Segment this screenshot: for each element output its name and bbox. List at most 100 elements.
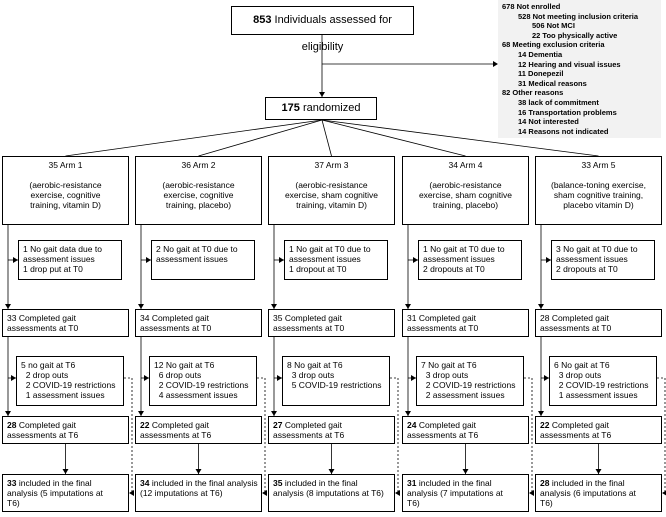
t6-loss-box-line: 3 drop outs: [554, 370, 602, 380]
not-enrolled-reason: Medical reasons: [526, 78, 587, 88]
arm-spacer: [273, 170, 390, 180]
arm-flow-arrowhead: [138, 411, 144, 416]
arm-description-line: exercise, sham cognitive: [284, 190, 379, 200]
randomized-arrowhead: [319, 92, 325, 97]
t6-completed-box-count: 28: [7, 420, 17, 430]
not-enrolled-reason: Transportation problems: [526, 107, 617, 117]
t0-loss-box-line: assessment issues: [423, 254, 495, 264]
arm-description-line: placebo vitamin D): [563, 200, 634, 210]
t0-loss-box-line: 2 No gait at T0 due to: [156, 244, 238, 254]
t6-completed-box-line: 28 Completed gait: [7, 420, 124, 430]
final-analysis-box-count: 33: [7, 478, 17, 488]
t6-loss-arrowhead: [144, 375, 149, 381]
randomized-to-arm-line: [321, 119, 332, 157]
to-final-arrowhead: [195, 469, 202, 474]
to-final-arrowhead: [595, 469, 602, 474]
arm-title: 33 Arm 5: [581, 160, 616, 170]
t6-loss-box-line: 2 COVID-19 restrictions: [554, 380, 649, 390]
not-enrolled-item: 16 Transportation problems: [502, 108, 657, 118]
arm-description-line: training, placebo): [165, 200, 232, 210]
not-enrolled-reason: Not MCI: [544, 21, 575, 31]
imputation-arrowhead: [129, 490, 134, 496]
not-enrolled-reason: Donepezil: [525, 69, 564, 79]
not-enrolled-reason: lack of commitment: [526, 97, 599, 107]
imputation-arrowhead: [395, 490, 400, 496]
not-enrolled-reason: Not meeting inclusion criteria: [530, 11, 639, 21]
t6-completed-box-text: Completed gait: [549, 420, 610, 430]
t0-loss-box-line: 3 No gait at T0 due to: [556, 244, 638, 254]
t0-loss-arrowhead: [13, 257, 18, 263]
not-enrolled-item: 11 Donepezil: [502, 69, 657, 79]
t6-loss-arrowhead: [411, 375, 416, 381]
t0-loss-arrowhead: [546, 257, 551, 263]
not-enrolled-item: 31 Medical reasons: [502, 79, 657, 89]
t6-completed-box-text: Completed gait: [149, 420, 210, 430]
arm-description-line: sham cognitive training,: [553, 190, 644, 200]
final-analysis-box-text: included in the final: [16, 478, 92, 488]
to-final-arrowhead: [328, 469, 335, 474]
t6-completed-box-count: 24: [407, 420, 417, 430]
final-analysis-box-text: included in the final analysis: [149, 478, 258, 488]
final-analysis-box-text: included in the final: [416, 478, 492, 488]
arm-flow-arrowhead: [5, 411, 11, 416]
t6-loss-box-line: 2 drop outs: [21, 370, 69, 380]
imputation-arrowhead: [262, 490, 267, 496]
final-analysis-box-line: analysis (8 imputations at T6): [273, 488, 384, 498]
not-enrolled-count: 14: [518, 126, 527, 136]
t6-loss-box-line: 2 assessment issues: [421, 390, 505, 400]
t6-loss-box-line: 1 assessment issues: [21, 390, 105, 400]
not-enrolled-item: 14 Dementia: [502, 50, 657, 60]
not-enrolled-item: 68 Meeting exclusion criteria: [502, 40, 657, 50]
final-analysis-box-count: 35: [273, 478, 283, 488]
randomized-to-arm-line: [65, 119, 323, 157]
not-enrolled-count: 528: [518, 11, 531, 21]
arm-flow-arrowhead: [271, 304, 277, 309]
t6-completed-box-line: assessments at T6: [140, 430, 212, 440]
not-enrolled-item: 14 Not interested: [502, 117, 657, 127]
arm-description-line: training, placebo): [432, 200, 499, 210]
arm-title: 37 Arm 3: [314, 160, 349, 170]
t0-loss-box-line: 1 No gait data due to: [23, 244, 102, 254]
t6-loss-box-line: 2 COVID-19 restrictions: [154, 380, 249, 390]
arm-title: 35 Arm 1: [48, 160, 83, 170]
t6-loss-box-line: 3 drop outs: [287, 370, 335, 380]
t0-loss-box-line: 1 No gait at T0 due to: [423, 244, 505, 254]
t6-loss-box: 12 No gait at T6 6 drop outs 2 COVID-19 …: [149, 356, 257, 406]
assessed-label: Individuals assessed for eligibility: [271, 14, 392, 53]
t0-completed-box-line: 28 Completed gait: [540, 313, 609, 323]
not-enrolled-reason: Meeting exclusion criteria: [510, 40, 605, 50]
final-analysis-box-text: included in the final: [549, 478, 625, 488]
t0-completed-box-line: 35 Completed gait: [273, 313, 342, 323]
final-analysis-box-count: 28: [540, 478, 550, 488]
assessed-count: 853: [253, 14, 272, 26]
final-analysis-box-text: included in the final: [282, 478, 358, 488]
t6-completed-box-line: assessments at T6: [540, 430, 612, 440]
arm-spacer: [540, 170, 657, 180]
arm-title: 36 Arm 2: [181, 160, 216, 170]
final-analysis-box-line: analysis (5 imputations at: [7, 488, 103, 498]
t0-loss-arrowhead: [146, 257, 151, 263]
arm-description-line: (aerobic-resistance: [29, 180, 102, 190]
not-enrolled-item: 12 Hearing and visual issues: [502, 60, 657, 70]
not-enrolled-reason: Not enrolled: [514, 2, 561, 11]
not-enrolled-item: 506 Not MCI: [502, 21, 657, 31]
not-enrolled-count: 11: [518, 69, 526, 79]
final-analysis-box-count: 31: [407, 478, 417, 488]
t0-loss-box-line: assessment issues: [289, 254, 361, 264]
t6-completed-box-count: 22: [140, 420, 150, 430]
arm-flow-arrowhead: [405, 411, 411, 416]
t6-completed-box-line: assessments at T6: [273, 430, 345, 440]
t0-completed-box-line: assessments at T0: [273, 323, 345, 333]
t6-loss-box-line: 8 No gait at T6: [287, 360, 343, 370]
arm-description-line: (aerobic-resistance: [295, 180, 368, 190]
